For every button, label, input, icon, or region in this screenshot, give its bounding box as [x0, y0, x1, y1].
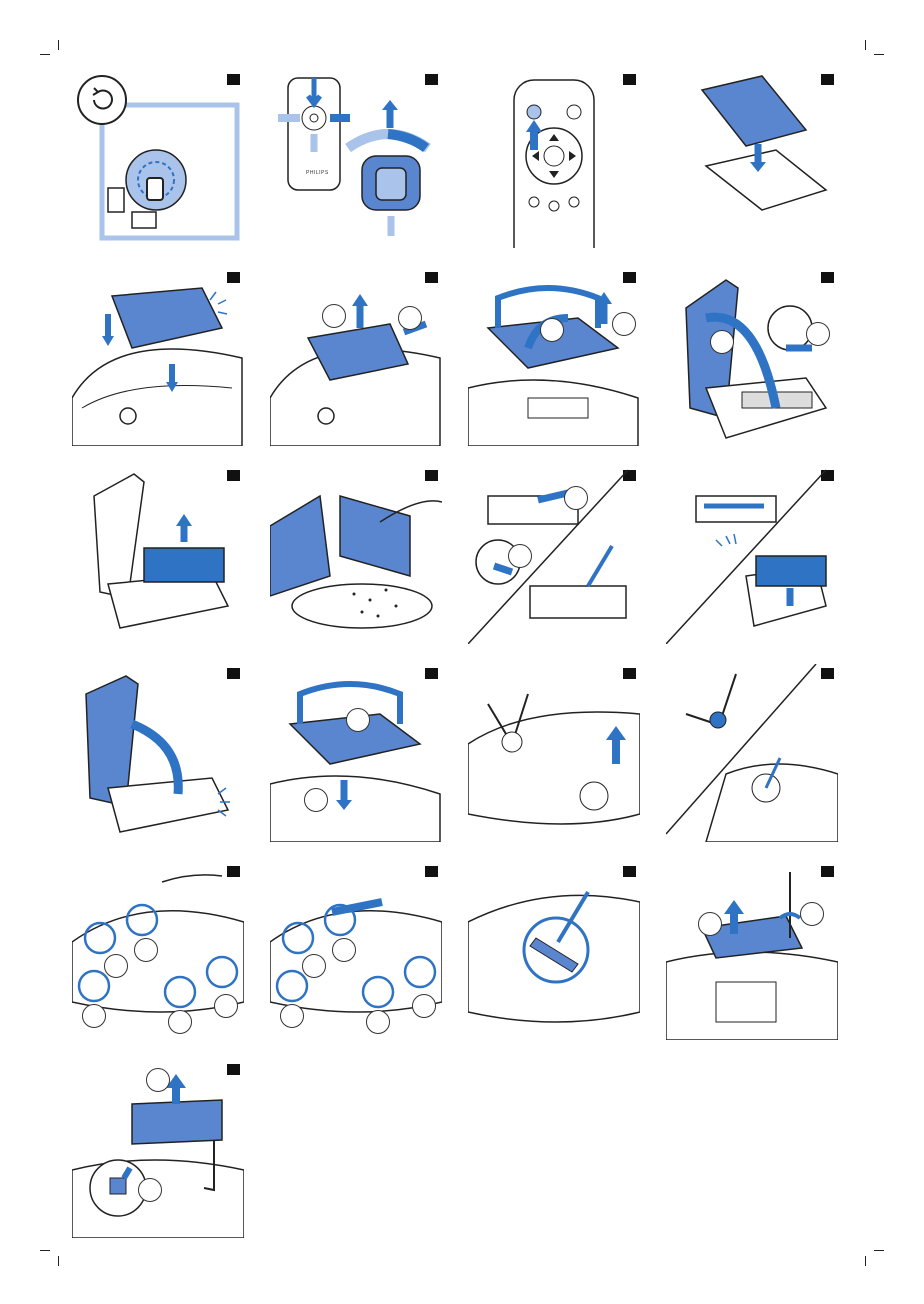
- bin-insert-icon: [270, 664, 442, 842]
- crop-mark: [58, 40, 59, 50]
- step-number-2: [508, 544, 532, 568]
- panel-19: [468, 862, 640, 1040]
- step-number-2: [806, 322, 830, 346]
- bin-empty-icon: [270, 466, 442, 644]
- crop-mark: [874, 54, 884, 55]
- panel-1: [72, 70, 244, 248]
- crop-mark: [865, 1256, 866, 1266]
- side-brush-remove-icon: [468, 664, 640, 842]
- panel-9: [72, 466, 244, 644]
- dust-bin-open-icon: [666, 268, 838, 446]
- step-number-1: [710, 330, 734, 354]
- step-number-1: [322, 304, 346, 328]
- step-number-1: [698, 912, 722, 936]
- crop-mark: [58, 1256, 59, 1266]
- remote-closeup-icon: [468, 70, 640, 248]
- panel-21: [72, 1060, 244, 1238]
- crop-mark: [874, 1250, 884, 1251]
- panel-6: [270, 268, 442, 446]
- step-number-1: [564, 486, 588, 510]
- panel-11: [468, 466, 640, 644]
- step-number-2: [800, 902, 824, 926]
- step-number-5: [214, 994, 238, 1018]
- step-number-3: [82, 1004, 106, 1028]
- panel-14: [270, 664, 442, 842]
- panel-17: [72, 862, 244, 1040]
- step-number-1: [134, 938, 158, 962]
- panel-15: [468, 664, 640, 842]
- step-number-2: [138, 1178, 162, 1202]
- crop-mark: [40, 54, 50, 55]
- remote-brand-label: PHILIPS: [306, 170, 329, 176]
- panel-8: [666, 268, 838, 446]
- filter-insert-icon: [666, 466, 838, 644]
- panel-7: [468, 268, 640, 446]
- crop-mark: [40, 1250, 50, 1251]
- step-number-4: [366, 1010, 390, 1034]
- step-number-2: [398, 306, 422, 330]
- main-brush-clean-icon: [468, 862, 640, 1040]
- step-number-5: [412, 994, 436, 1018]
- panel-16: [666, 664, 838, 842]
- step-number-2: [304, 788, 328, 812]
- panel-18: [270, 862, 442, 1040]
- step-number-4: [168, 1010, 192, 1034]
- panel-2: PHILIPS: [270, 70, 442, 248]
- step-number-1: [332, 938, 356, 962]
- robot-cover-remove-icon: [270, 268, 442, 446]
- step-number-1: [346, 708, 370, 732]
- step-number-1: [146, 1068, 170, 1092]
- dust-bin-lift-icon: [468, 268, 640, 446]
- panel-10: [270, 466, 442, 644]
- filter-brush-icon: [468, 466, 640, 644]
- panel-4: [666, 70, 838, 248]
- step-number-2: [612, 312, 636, 336]
- robot-cover-click-icon: [72, 268, 244, 446]
- side-brush-clean-icon: [666, 664, 838, 842]
- step-number-1: [540, 318, 564, 342]
- panel-13: [72, 664, 244, 842]
- crop-mark: [865, 40, 866, 50]
- panel-3: [468, 70, 640, 248]
- panel-5: [72, 268, 244, 446]
- step-number-3: [280, 1004, 304, 1028]
- step-number-2: [104, 954, 128, 978]
- battery-cover-screw-icon: [666, 862, 838, 1040]
- cover-plate-icon: [666, 70, 838, 248]
- panel-12: [666, 466, 838, 644]
- remote-icon: [270, 70, 442, 248]
- bin-close-icon: [72, 664, 244, 842]
- step-number-2: [302, 954, 326, 978]
- reset-icon: [72, 70, 244, 248]
- filter-remove-icon: [72, 466, 244, 644]
- panel-20: [666, 862, 838, 1040]
